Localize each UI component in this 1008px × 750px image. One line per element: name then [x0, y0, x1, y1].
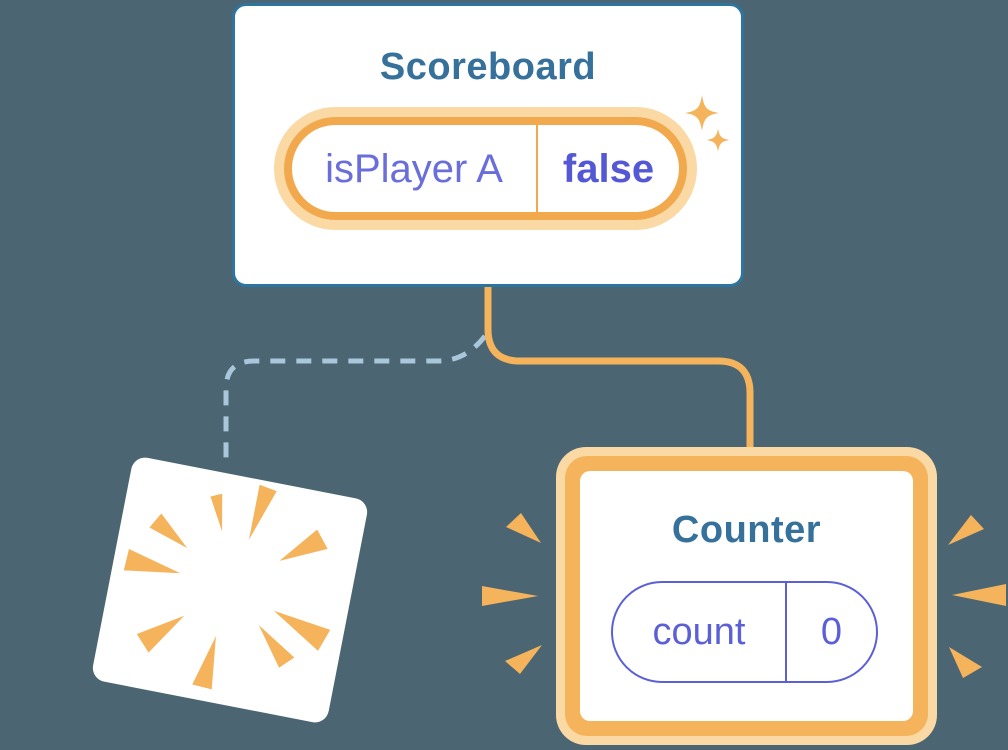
state-value: 0: [820, 611, 843, 653]
connector-dashed-line: [223, 334, 487, 464]
connector-solid-line: [484, 285, 754, 455]
counter-card-body: Counter count 0: [580, 471, 913, 721]
scoreboard-card: Scoreboard isPlayer A false: [232, 3, 744, 287]
destroyed-component-card: [90, 455, 370, 725]
counter-title: Counter: [671, 509, 822, 551]
poof-burst-icon: [123, 484, 331, 690]
counter-card-border: Counter count 0: [565, 456, 928, 736]
state-label: isPlayer A: [325, 146, 503, 191]
scoreboard-title: Scoreboard: [379, 46, 597, 88]
pill-divider: [536, 125, 538, 212]
counter-state-pill: count 0: [611, 581, 878, 683]
pill-divider: [785, 583, 787, 681]
counter-card: Counter count 0: [556, 447, 937, 745]
state-label: count: [652, 611, 746, 653]
scoreboard-state-pill: isPlayer A false: [284, 117, 687, 220]
state-value: false: [562, 146, 655, 191]
